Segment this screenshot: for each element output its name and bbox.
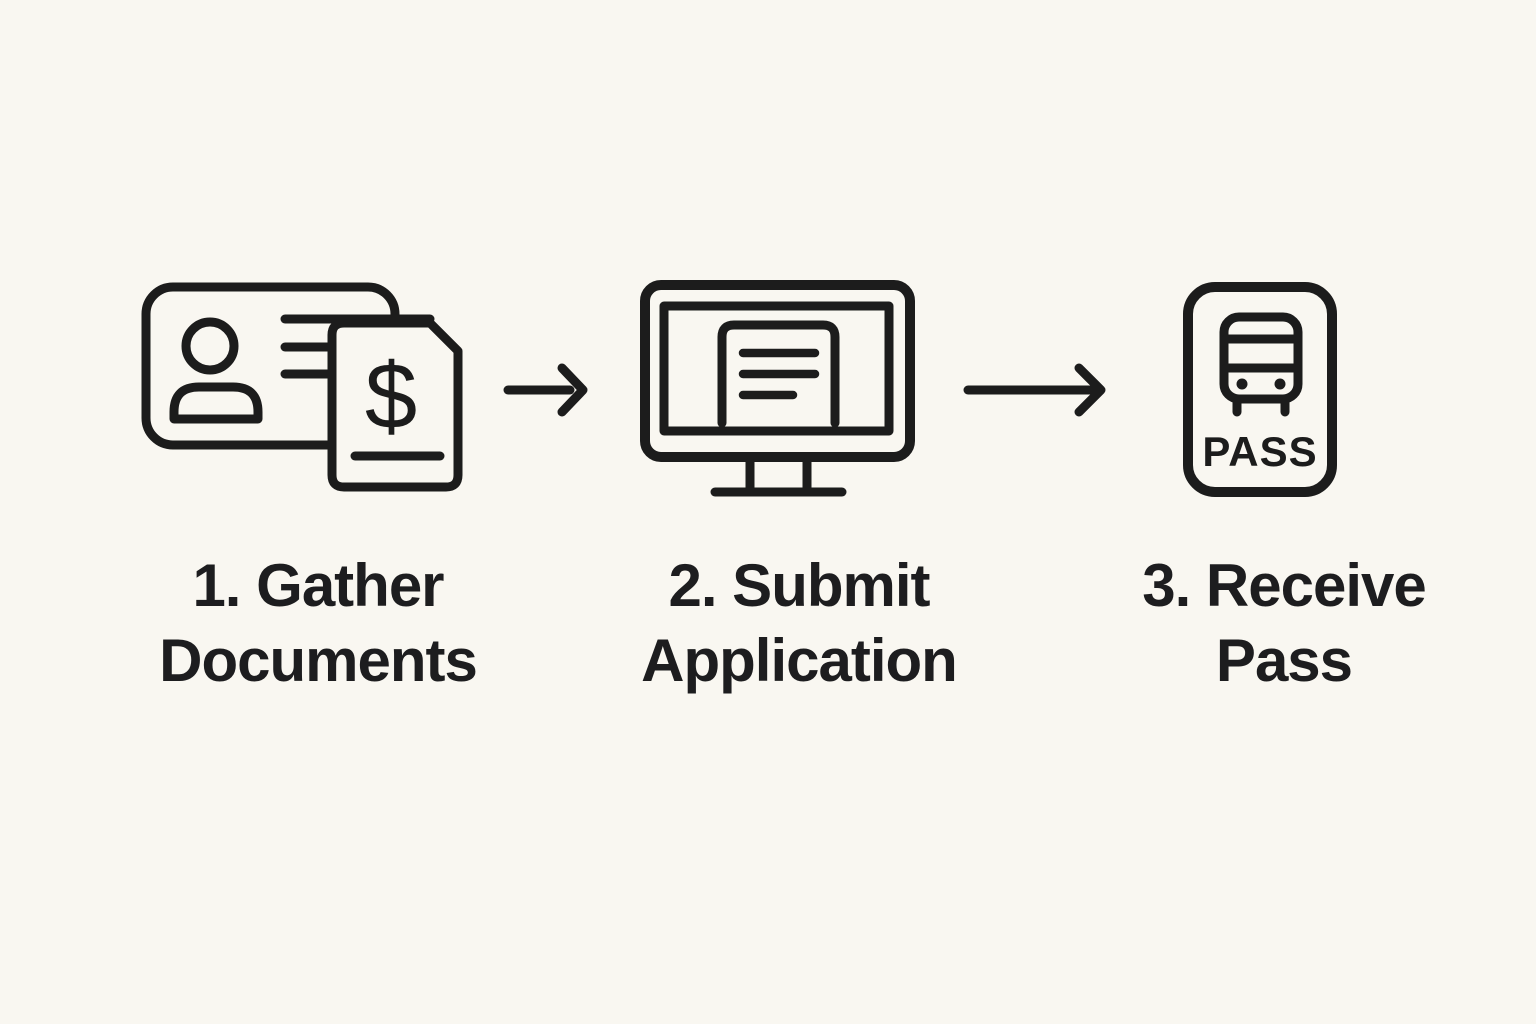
gather-documents-icon: $ <box>141 282 463 492</box>
step-2-label-line-2: Application <box>641 627 958 694</box>
arrow-right-icon <box>963 363 1106 417</box>
step-1-label: 1. Gather Documents <box>159 548 478 698</box>
bus-body <box>1219 312 1303 404</box>
bus-icon <box>1219 312 1303 417</box>
arrow-head <box>557 363 588 417</box>
arrow-right-icon <box>503 363 588 417</box>
person-head <box>181 317 239 375</box>
monitor-stand <box>745 457 812 494</box>
step-2-label: 2. Submit Application <box>641 548 958 698</box>
dollar-sign-icon: $ <box>365 343 417 448</box>
bus-headlight-left <box>1236 378 1248 390</box>
document-outline <box>327 318 463 492</box>
dollar-document-icon: $ <box>280 314 463 492</box>
pass-text: PASS <box>1202 428 1317 475</box>
step-3-label: 3. Receive Pass <box>1142 548 1427 698</box>
pass-card-outline <box>1183 282 1337 497</box>
bus-headlight-right <box>1274 378 1286 390</box>
bus-wheels <box>1232 397 1290 417</box>
person-shoulders <box>169 382 263 424</box>
step-1-label-line-1: 1. Gather <box>192 552 444 619</box>
submit-application-icon <box>640 280 915 497</box>
step-3-label-line-1: 3. Receive <box>1142 552 1427 619</box>
monitor-icon <box>640 280 915 497</box>
step-3-label-line-2: Pass <box>1215 627 1353 694</box>
form-outline <box>717 320 840 428</box>
monitor-frame <box>640 280 915 462</box>
monitor-screen <box>659 301 894 436</box>
step-1-label-line-2: Documents <box>159 627 478 694</box>
arrow-head <box>1074 363 1106 417</box>
onscreen-form-icon <box>717 320 840 428</box>
person-icon <box>169 317 263 424</box>
step-2-label-line-1: 2. Submit <box>668 552 930 619</box>
transit-pass-icon: PASS <box>1183 282 1337 497</box>
